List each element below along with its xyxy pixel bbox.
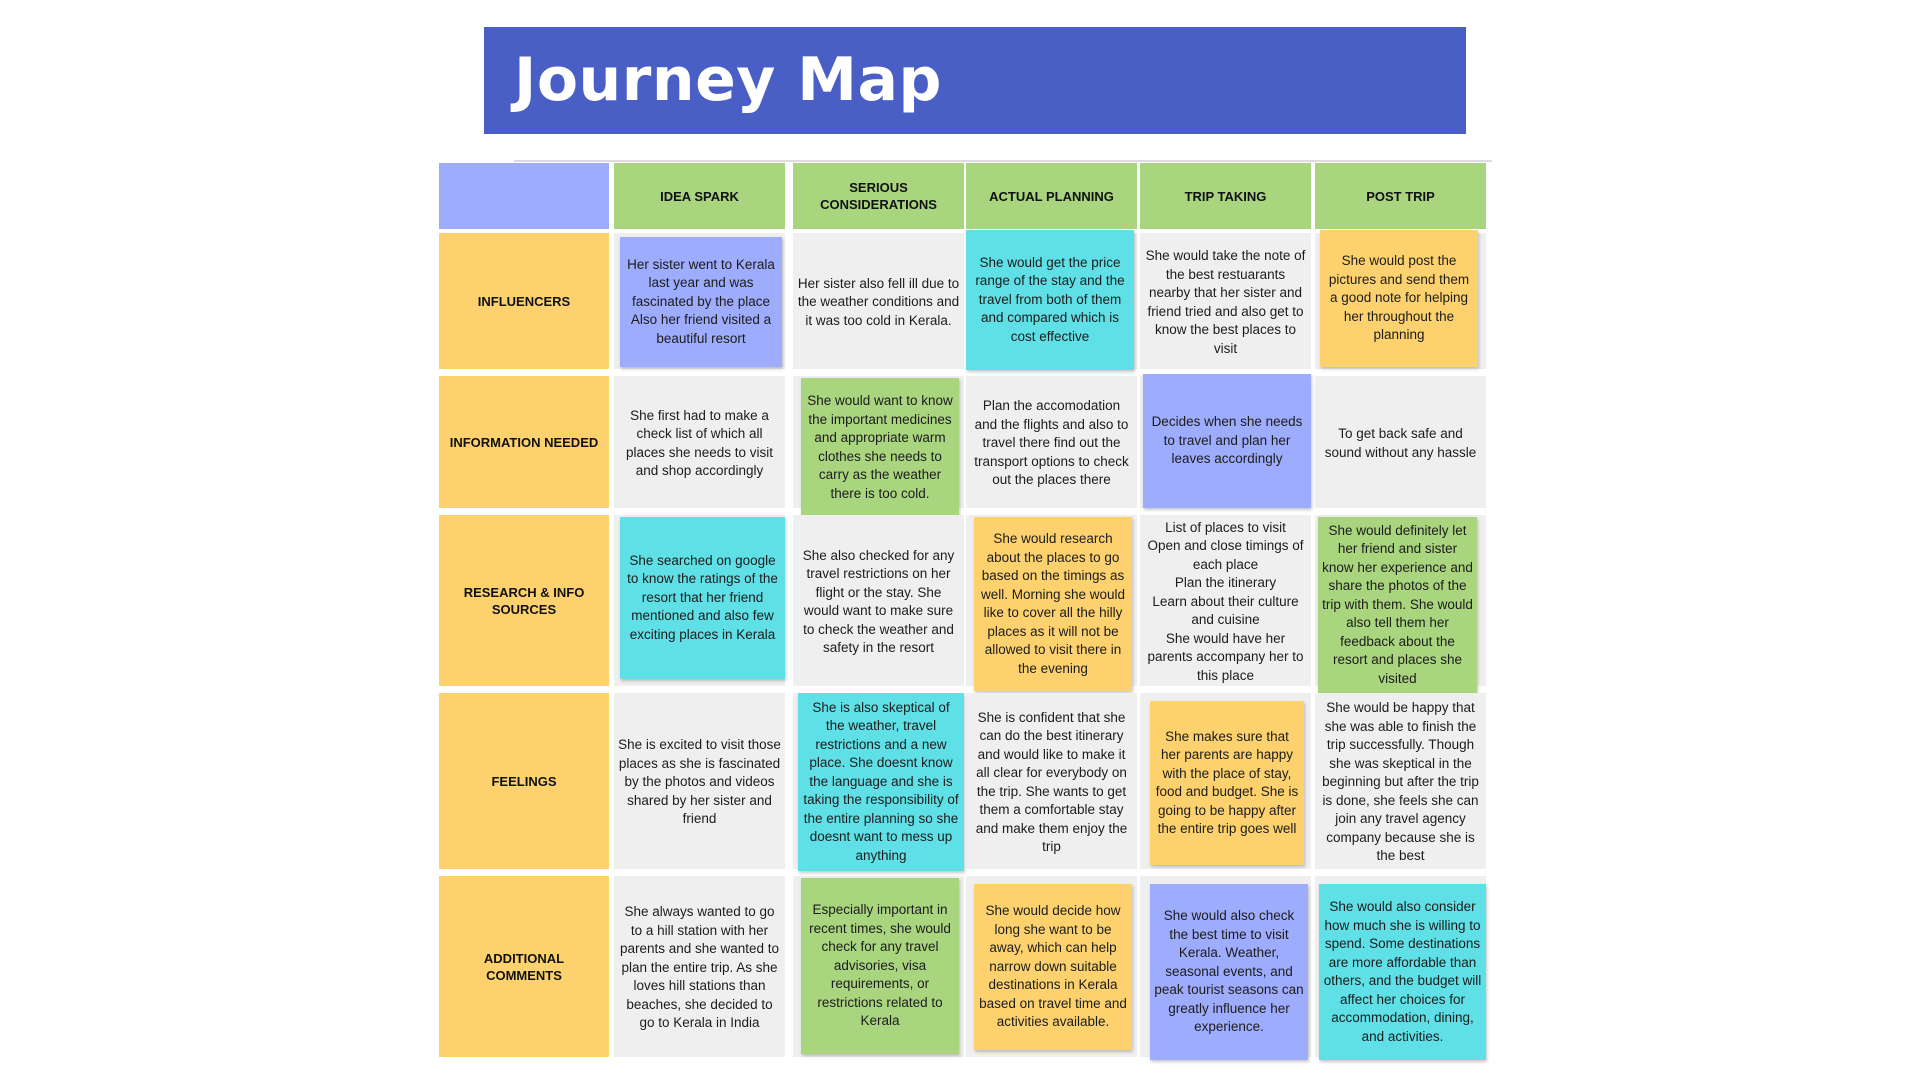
grid-cell: [793, 233, 964, 369]
row-header-5: ADDITIONAL COMMENTS: [439, 876, 609, 1057]
cell-text: She is confident that she can do the bes…: [975, 709, 1128, 855]
sticky-note: Especially important in recent times, sh…: [801, 878, 959, 1054]
grid-cell: [966, 376, 1137, 508]
cell-text: She is excited to visit those places as …: [618, 737, 781, 827]
cell-text: List of places to visit Open and close t…: [1147, 519, 1304, 683]
sticky-note: Decides when she needs to travel and pla…: [1143, 374, 1311, 508]
page-title: Journey Map: [514, 45, 942, 115]
column-header-3: ACTUAL PLANNING: [966, 163, 1137, 229]
grid-cell: [614, 876, 785, 1057]
grid-cell: [1140, 515, 1311, 686]
cell-text: Her sister also fell ill due to the weat…: [797, 275, 960, 328]
grid-cell: [966, 693, 1137, 869]
sticky-note: She would research about the places to g…: [974, 517, 1132, 691]
column-header-4: TRIP TAKING: [1140, 163, 1311, 229]
sticky-note: She would decide how long she want to be…: [974, 884, 1132, 1050]
sticky-note: She is also skeptical of the weather, tr…: [798, 693, 964, 871]
sticky-note: She would post the pictures and send the…: [1320, 230, 1478, 367]
column-header-5: POST TRIP: [1315, 163, 1486, 229]
row-header-3: RESEARCH & INFO SOURCES: [439, 515, 609, 686]
row-header-2: INFORMATION NEEDED: [439, 376, 609, 508]
cell-text: To get back safe and sound without any h…: [1324, 426, 1477, 460]
column-header-1: IDEA SPARK: [614, 163, 785, 229]
sticky-note: She would want to know the important med…: [801, 378, 959, 517]
cell-text: She first had to make a check list of wh…: [625, 407, 774, 479]
sticky-note: She would also check the best time to vi…: [1150, 884, 1308, 1060]
grid-cell: [614, 376, 785, 508]
row-header-4: FEELINGS: [439, 693, 609, 869]
cell-text: She also checked for any travel restrict…: [802, 547, 955, 656]
grid-cell: [1315, 693, 1486, 869]
header-divider: [514, 160, 1492, 162]
sticky-note: She searched on google to know the ratin…: [620, 517, 785, 679]
cell-text: She would take the note of the best rest…: [1145, 248, 1306, 356]
grid-cell: [614, 693, 785, 869]
grid-cell: [1140, 233, 1311, 369]
sticky-note: She makes sure that her parents are happ…: [1150, 701, 1304, 865]
corner-cell: [439, 163, 609, 229]
column-header-2: SERIOUS CONSIDERATIONS: [793, 163, 964, 229]
cell-text: Plan the accomodation and the flights an…: [974, 398, 1129, 488]
grid-cell: [1315, 376, 1486, 508]
row-header-1: INFLUENCERS: [439, 233, 609, 369]
sticky-note: She would get the price range of the sta…: [966, 230, 1134, 370]
cell-text: She always wanted to go to a hill statio…: [619, 904, 780, 1031]
title-banner: Journey Map: [484, 27, 1466, 134]
sticky-note: Her sister went to Kerala last year and …: [620, 237, 782, 367]
sticky-note: She would definitely let her friend and …: [1318, 517, 1477, 693]
cell-text: She would be happy that she was able to …: [1322, 700, 1479, 864]
grid-cell: [793, 515, 964, 686]
sticky-note: She would also consider how much she is …: [1319, 884, 1486, 1060]
